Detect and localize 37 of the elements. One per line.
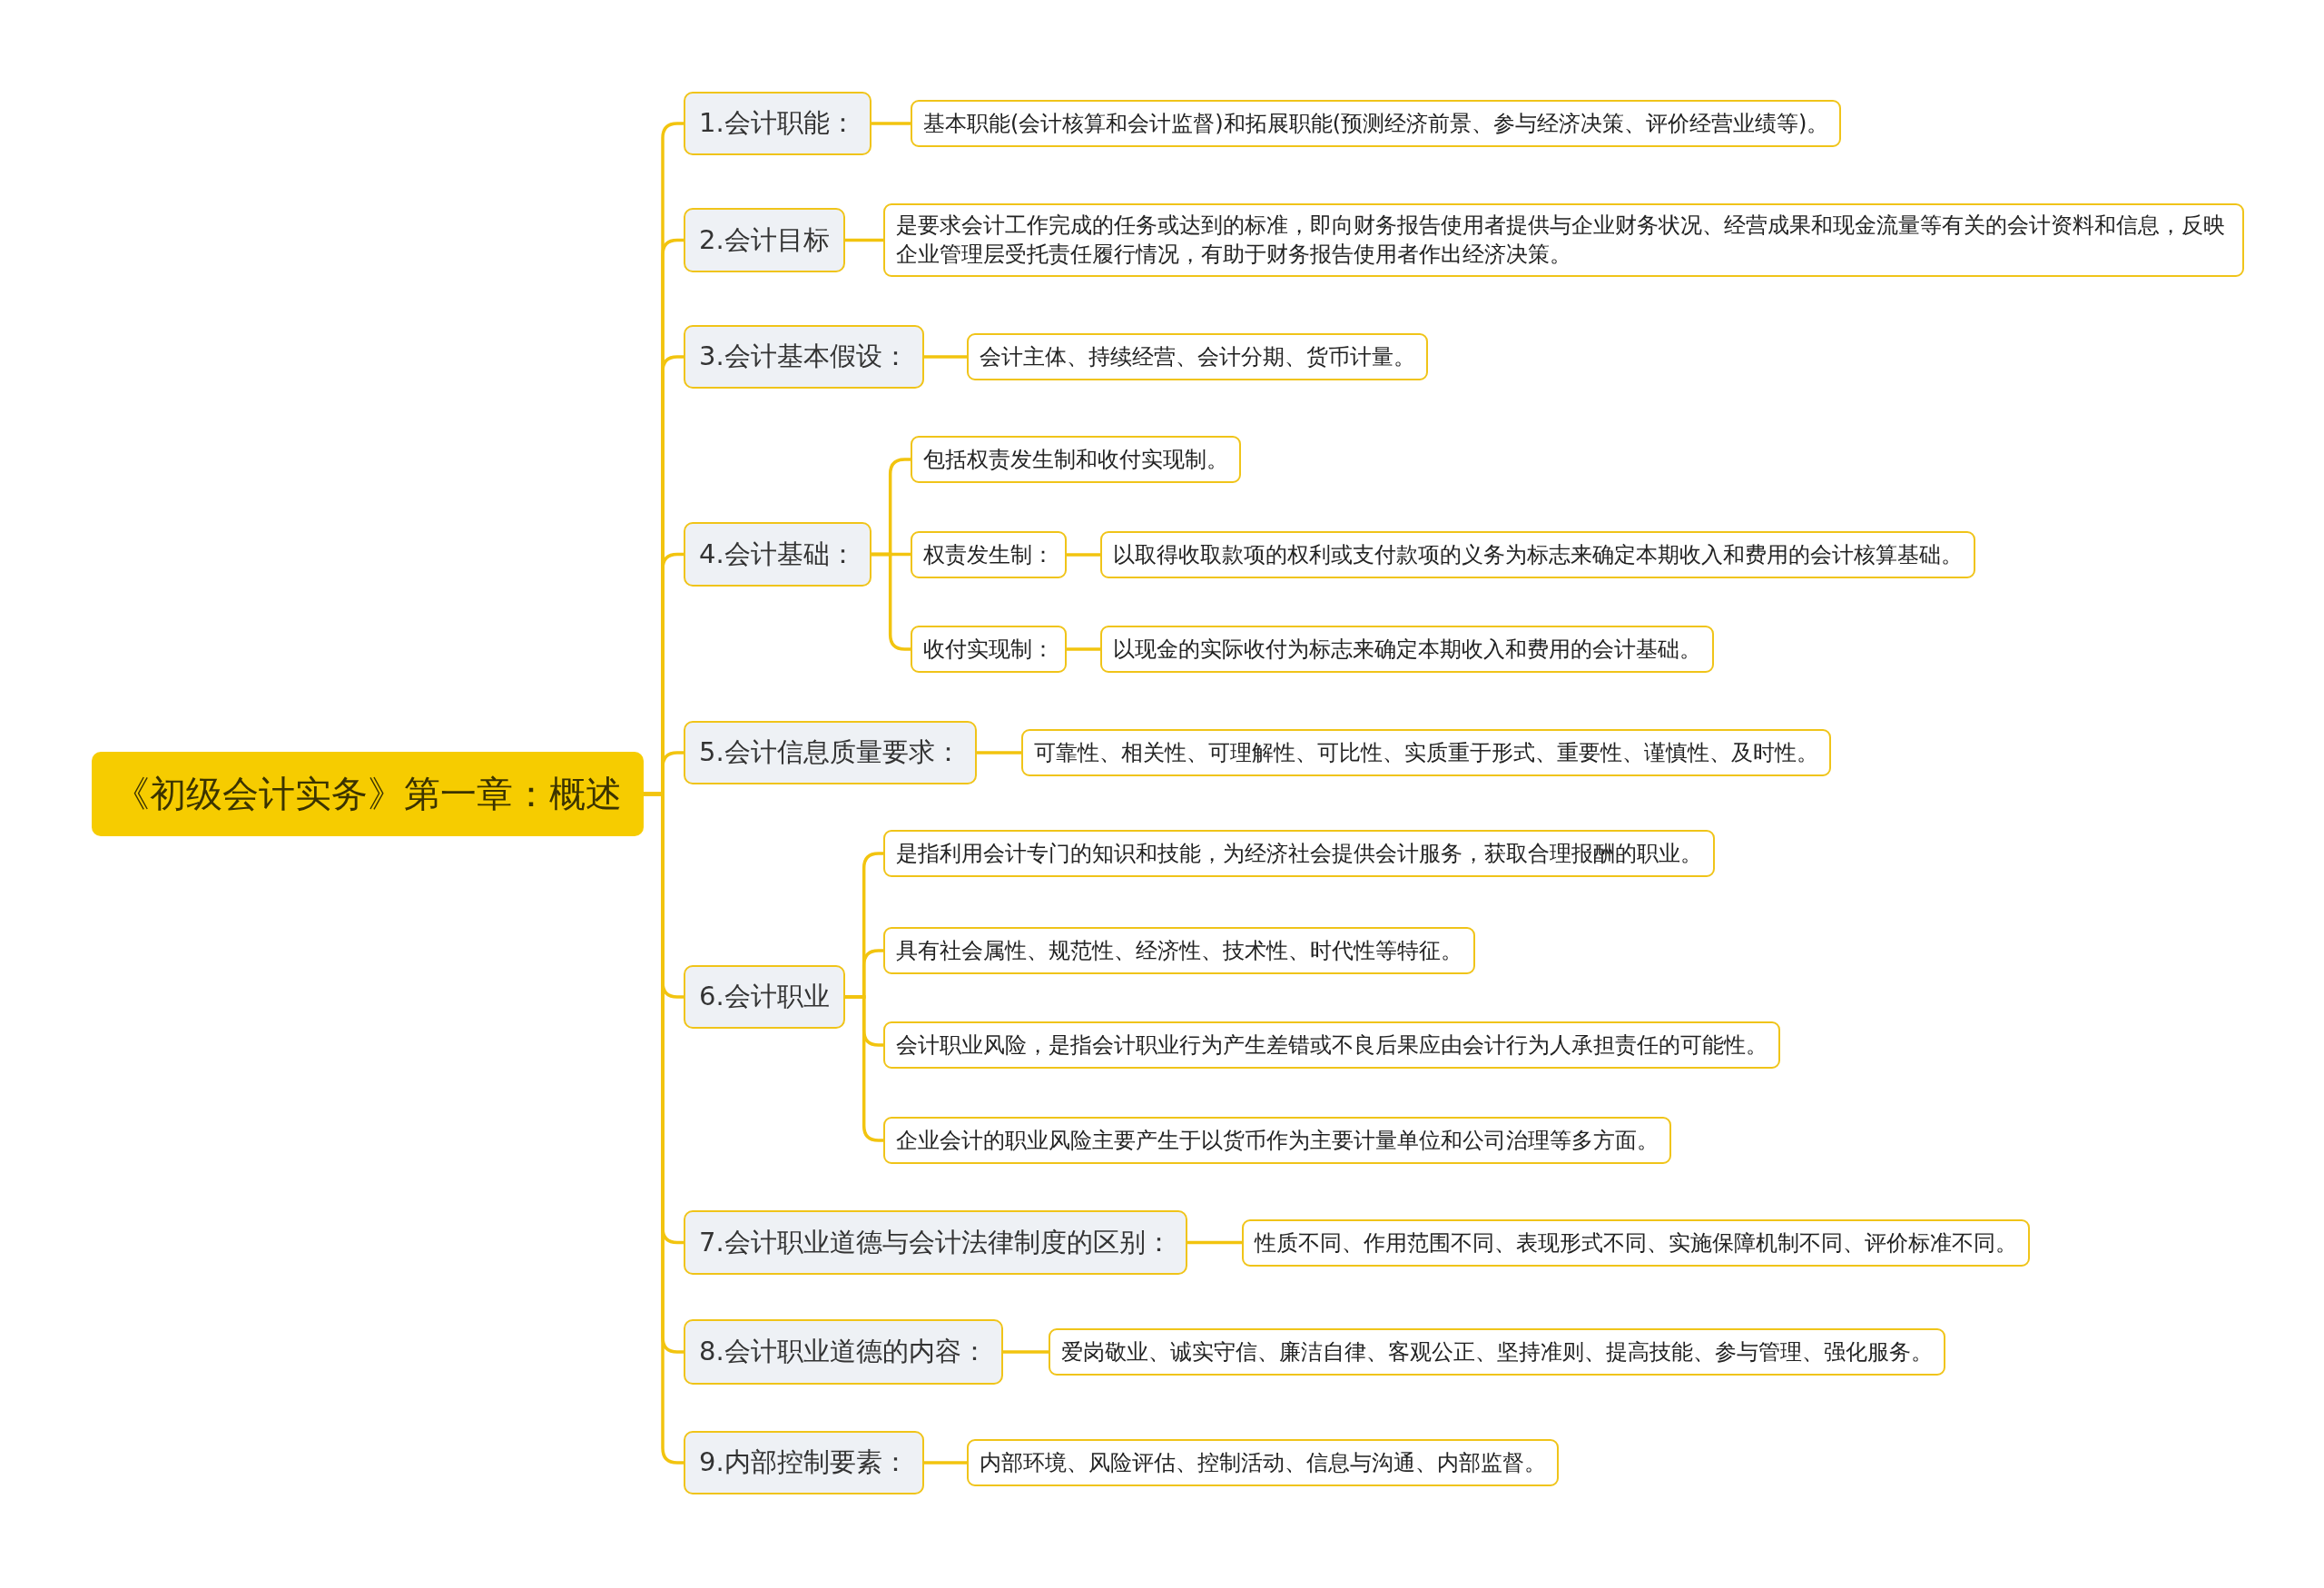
- topic-box: 3.会计基本假设：: [684, 325, 924, 389]
- connector-line: [844, 238, 883, 242]
- topic-box: 8.会计职业道德的内容：: [684, 1319, 1003, 1385]
- note-box: 会计主体、持续经营、会计分期、货币计量。: [967, 333, 1428, 380]
- note-box: 收付实现制：: [911, 626, 1067, 673]
- topic-box: 2.会计目标: [684, 208, 845, 272]
- connector-line: [644, 792, 684, 1465]
- note-box: 权责发生制：: [911, 531, 1067, 578]
- note-box: 具有社会属性、规范性、经济性、技术性、时代性等特征。: [883, 927, 1475, 974]
- connector-line: [1187, 1240, 1242, 1245]
- connector-line: [871, 552, 911, 651]
- note-box: 内部环境、风险评估、控制活动、信息与沟通、内部监督。: [967, 1439, 1559, 1486]
- connector-line: [923, 355, 967, 359]
- connector-line: [976, 751, 1021, 755]
- topic-box: 5.会计信息质量要求：: [684, 721, 977, 784]
- topic-box: 7.会计职业道德与会计法律制度的区别：: [684, 1210, 1187, 1275]
- note-box: 包括权责发生制和收付实现制。: [911, 436, 1241, 483]
- note-box: 爱岗敬业、诚实守信、廉洁自律、客观公正、坚持准则、提高技能、参与管理、强化服务。: [1049, 1328, 1945, 1376]
- topic-box: 1.会计职能：: [684, 92, 872, 155]
- note-box: 以现金的实际收付为标志来确定本期收入和费用的会计基础。: [1100, 626, 1714, 673]
- note-box: 是要求会计工作完成的任务或达到的标准，即向财务报告使用者提供与企业财务状况、经营成果和现金流量等有关的会计资料和信息，反映企业管理层受托责任履行情况，有助于财务报告使用者作出经济决策。: [883, 203, 2245, 277]
- note-box: 以取得收取款项的权利或支付款项的义务为标志来确定本期收入和费用的会计核算基础。: [1100, 531, 1975, 578]
- note-box: 企业会计的职业风险主要产生于以货币作为主要计量单位和公司治理等多方面。: [883, 1117, 1671, 1164]
- note-box: 基本职能(会计核算和会计监督)和拓展职能(预测经济前景、参与经济决策、评价经营业绩等)。: [911, 100, 1842, 147]
- note-box: 会计职业风险，是指会计职业行为产生差错或不良后果应由会计行为人承担责任的可能性。: [883, 1021, 1780, 1069]
- note-box: 性质不同、作用范围不同、表现形式不同、实施保障机制不同、评价标准不同。: [1242, 1219, 2030, 1267]
- connector-line: [871, 122, 911, 125]
- topic-box: 9.内部控制要素：: [684, 1431, 924, 1494]
- topic-box: 6.会计职业: [684, 965, 845, 1029]
- central-topic-box: 《初级会计实务》第一章：概述: [92, 752, 644, 836]
- connector-line: [1067, 647, 1100, 651]
- topic-box: 4.会计基础：: [684, 522, 872, 587]
- connector-line: [1002, 1350, 1049, 1354]
- connector-line: [923, 1461, 967, 1465]
- note-box: 是指利用会计专门的知识和技能，为经济社会提供会计服务，获取合理报酬的职业。: [883, 830, 1715, 877]
- connector-line: [1067, 553, 1100, 557]
- note-box: 可靠性、相关性、可理解性、可比性、实质重于形式、重要性、谨慎性、及时性。: [1021, 729, 1831, 776]
